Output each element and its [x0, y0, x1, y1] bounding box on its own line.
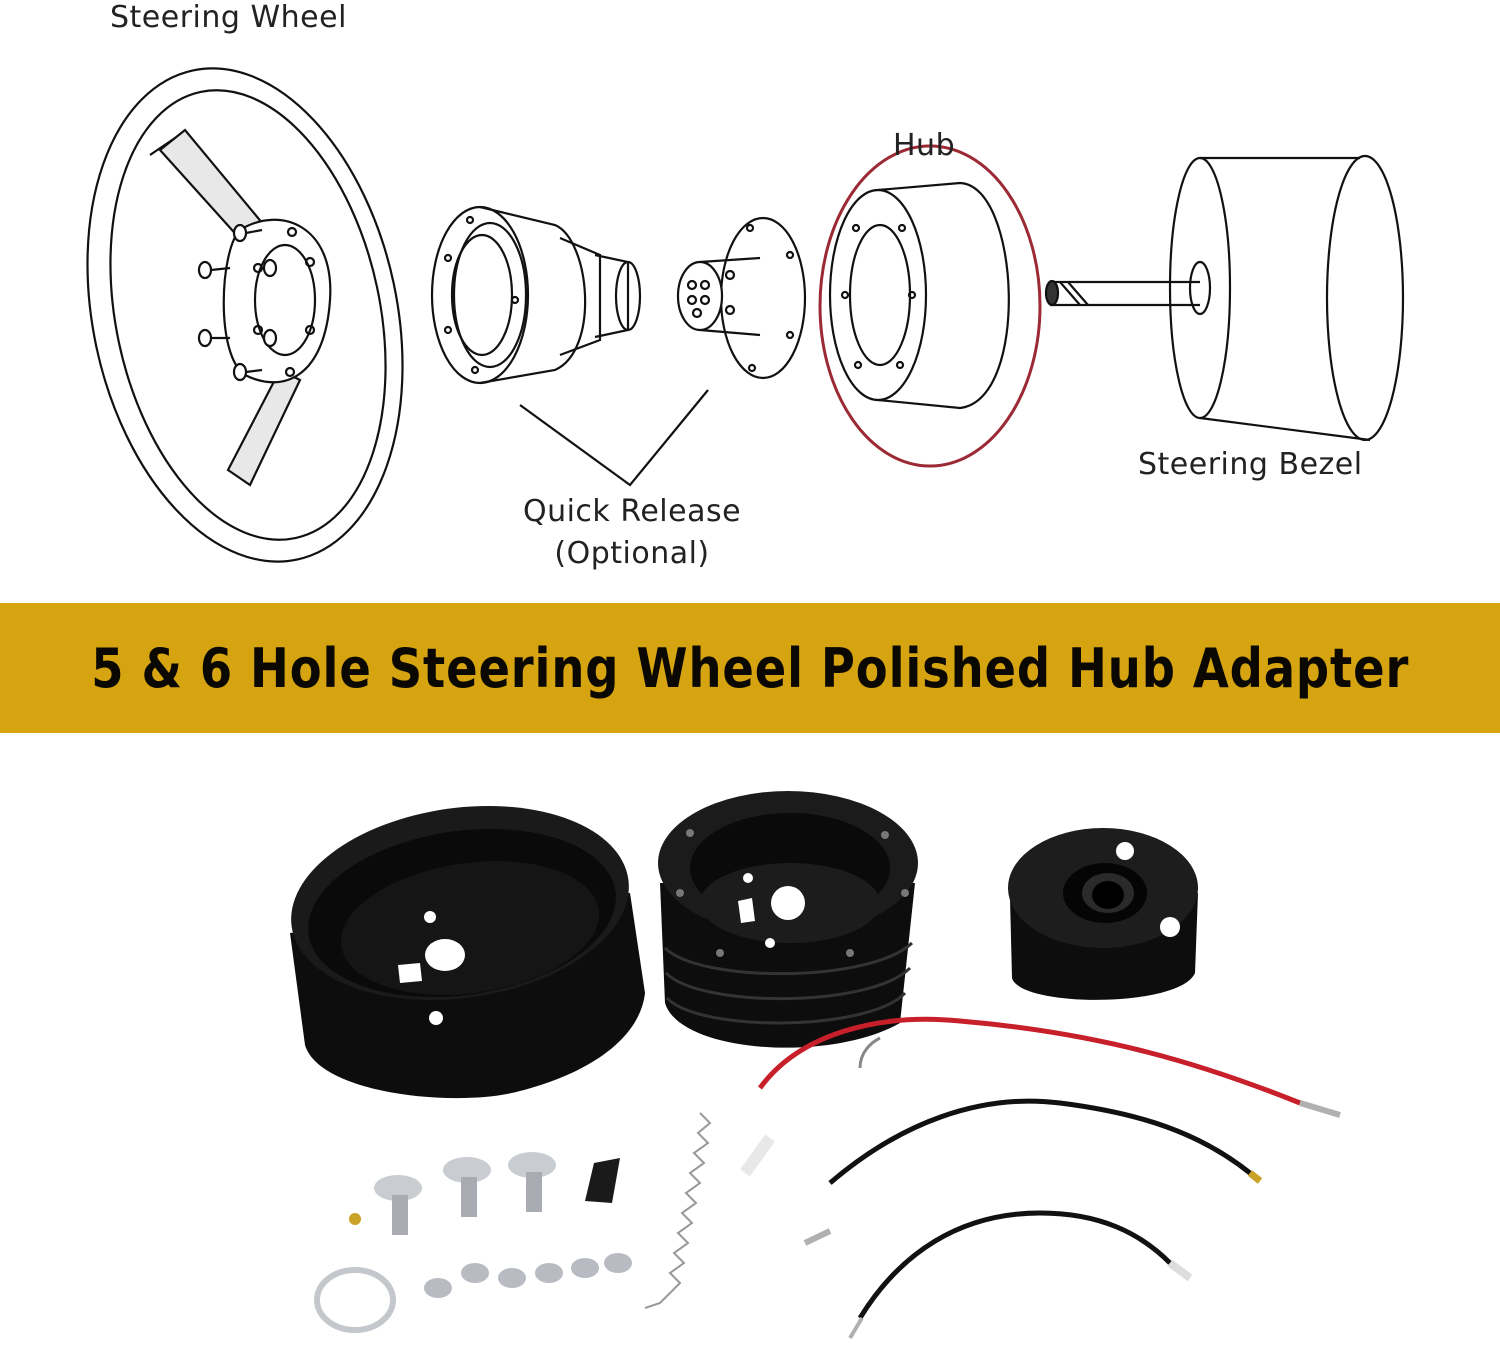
- horn-contact-part: [585, 1158, 620, 1203]
- steering-bezel-drawing: [1044, 154, 1405, 442]
- washer-part: [314, 1267, 396, 1333]
- steering-wheel-drawing: [86, 67, 404, 563]
- label-quick-release-optional: (Optional): [554, 536, 710, 571]
- shaft-adapter-part: [1008, 828, 1198, 1000]
- spring-part: [644, 1112, 712, 1309]
- label-steering-wheel: Steering Wheel: [110, 0, 347, 35]
- label-steering-bezel: Steering Bezel: [1138, 447, 1363, 482]
- banner-title: 5 & 6 Hole Steering Wheel Polished Hub A…: [91, 636, 1409, 700]
- label-quick-release: Quick Release: [522, 494, 742, 529]
- product-photo-drawing: [290, 791, 1341, 1340]
- wires: [740, 1016, 1341, 1340]
- brass-pin-part: [349, 1213, 361, 1225]
- title-banner: 5 & 6 Hole Steering Wheel Polished Hub A…: [0, 603, 1500, 733]
- exploded-diagram: Steering Wheel Hub Steering Bezel Quick …: [0, 0, 1500, 603]
- hub-drawing: [818, 144, 1042, 468]
- hub-adapter-part: [658, 791, 918, 1048]
- label-hub: Hub: [893, 128, 956, 163]
- bolts: [374, 1152, 556, 1235]
- horn-cup-part: [290, 805, 645, 1099]
- quick-release-drawing: [430, 205, 807, 487]
- diagram-drawing: [86, 67, 1405, 563]
- screws: [424, 1253, 632, 1298]
- product-photo: [0, 733, 1500, 1345]
